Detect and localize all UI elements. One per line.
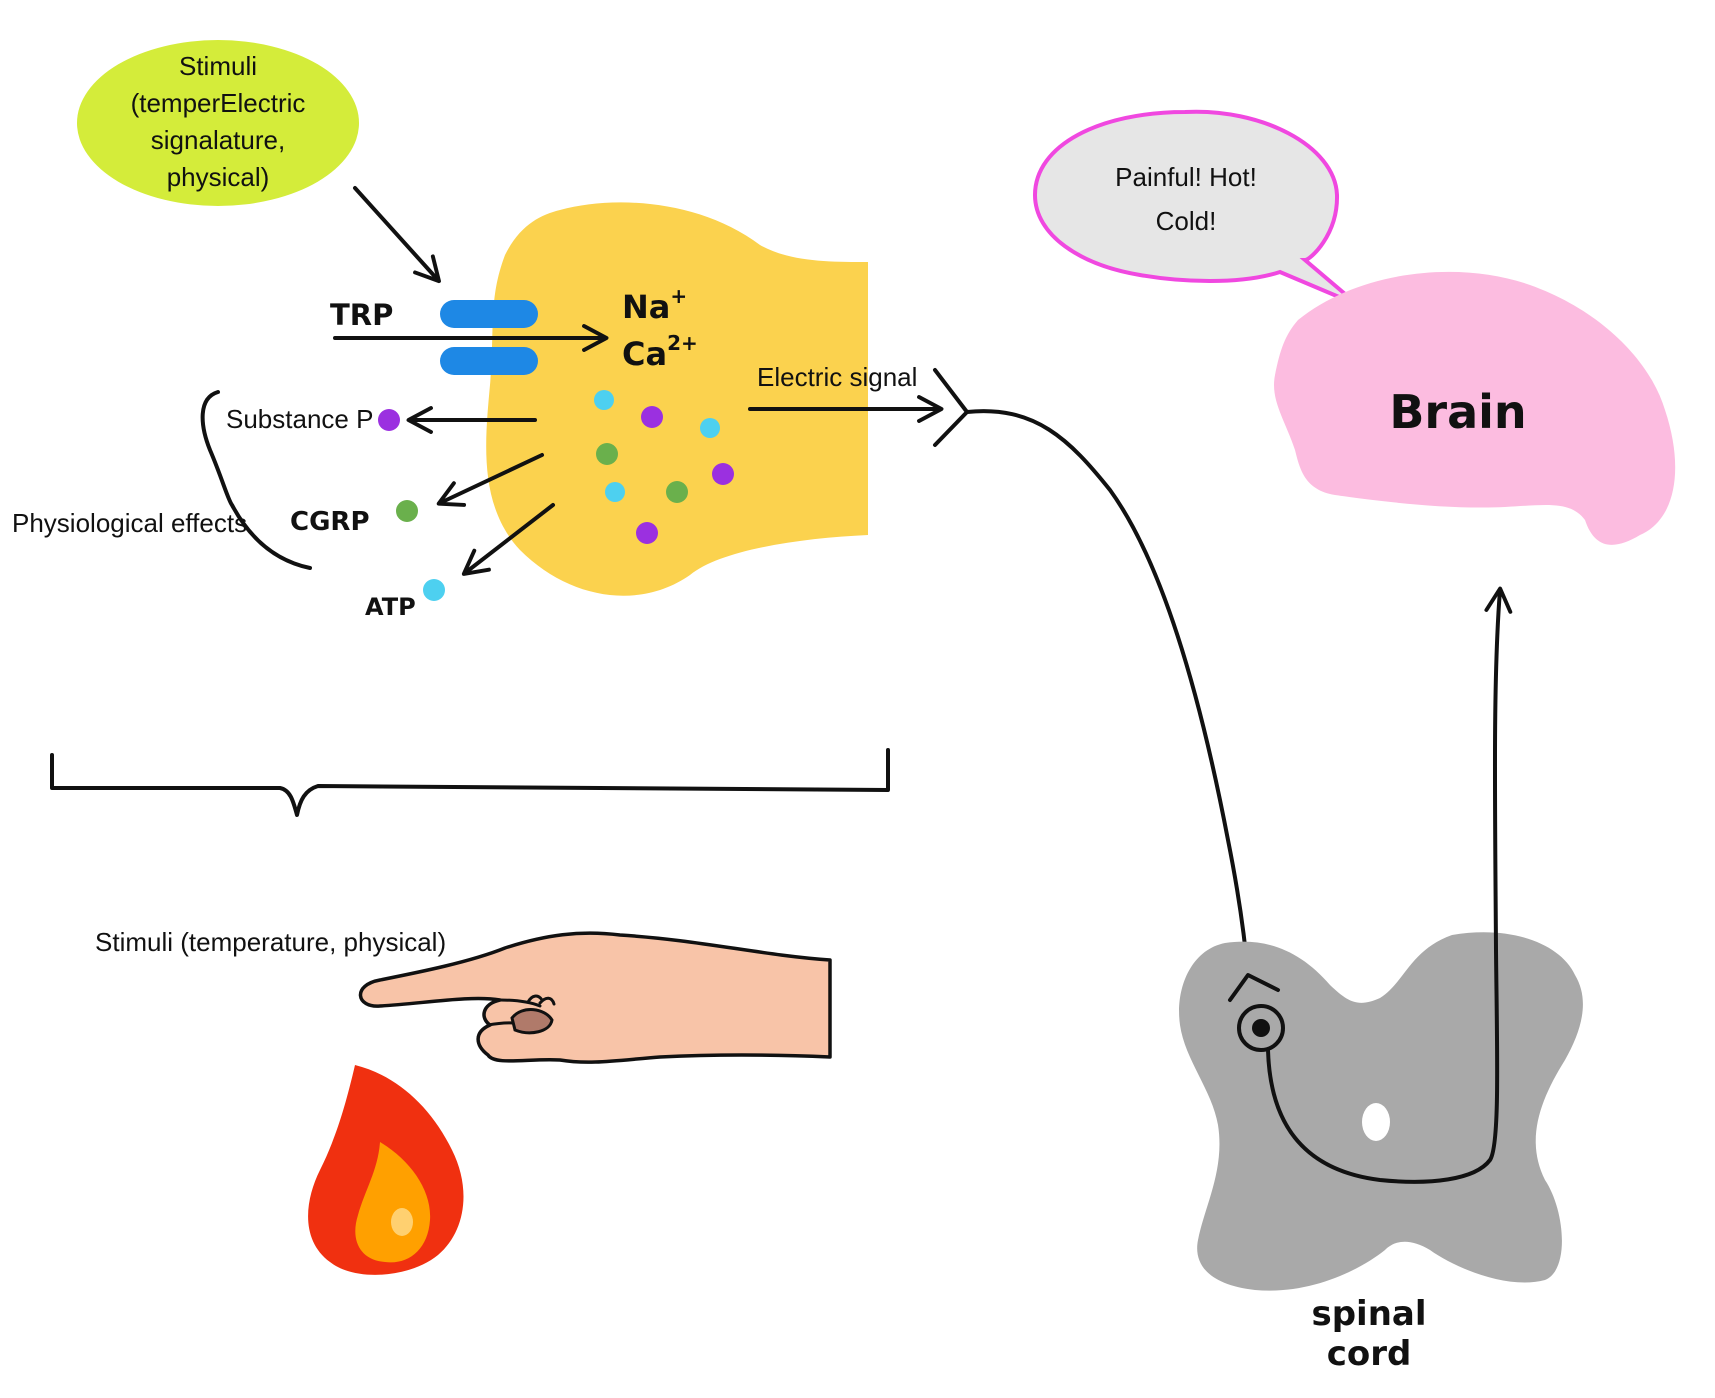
speech-bubble-line-1: Painful! Hot! bbox=[1115, 162, 1257, 192]
ion-na-label: Na+ bbox=[622, 284, 687, 326]
trp-channel-lower bbox=[440, 347, 538, 375]
stimuli-bubble-line-2: (temperElectric bbox=[131, 88, 306, 118]
spinal-cord-label-line-1: spinal bbox=[1311, 1294, 1426, 1334]
cgrp-label: CGRP bbox=[290, 507, 370, 537]
substance-p-dot bbox=[712, 463, 734, 485]
dorsal-horn-neuron bbox=[1237, 1004, 1285, 1052]
nerve-terminal bbox=[486, 202, 868, 596]
afferent-nerve-fiber bbox=[965, 409, 1250, 977]
stimuli-bubble-shape bbox=[77, 40, 359, 206]
pointing-hand-icon bbox=[358, 931, 832, 1064]
ascending-tract bbox=[1266, 586, 1513, 1184]
substance-p-dot bbox=[641, 406, 663, 428]
atp-dot bbox=[594, 390, 614, 410]
stimuli-bubble: Stimuli (temperElectric signalature, phy… bbox=[77, 40, 359, 206]
atp-dot bbox=[700, 418, 720, 438]
vesicle-contents bbox=[594, 390, 734, 544]
hand-stimuli-label: Stimuli (temperature, physical) bbox=[95, 927, 446, 957]
receptor-overview-bracket bbox=[50, 748, 890, 817]
stimuli-bubble-line-1: Stimuli bbox=[179, 51, 257, 81]
ions-label: Na+ Ca2+ bbox=[622, 284, 698, 373]
atp-release-arrow bbox=[461, 503, 555, 576]
cgrp-dot bbox=[396, 500, 418, 522]
stimuli-bubble-line-3: signalature, bbox=[151, 125, 285, 155]
effects-brace bbox=[200, 390, 312, 570]
fire-icon bbox=[308, 1065, 464, 1275]
substance-p-dot bbox=[378, 409, 400, 431]
substance-p-dot bbox=[636, 522, 658, 544]
cord-synapse-fork bbox=[1228, 973, 1280, 1002]
neuron-nucleus bbox=[1252, 1019, 1270, 1037]
trp-channel bbox=[440, 300, 538, 375]
ion-ca-label: Ca2+ bbox=[622, 331, 698, 373]
speech-bubble bbox=[1032, 109, 1360, 307]
stimuli-to-channel-arrow bbox=[353, 186, 441, 284]
brain-label: Brain bbox=[1389, 385, 1526, 439]
speech-bubble-line-2: Cold! bbox=[1156, 206, 1217, 236]
cgrp-dot bbox=[596, 443, 618, 465]
cgrp-release-arrow bbox=[436, 453, 544, 507]
atp-dot bbox=[423, 579, 445, 601]
physiological-effects-label: Physiological effects bbox=[12, 508, 247, 538]
trp-label: TRP bbox=[330, 298, 393, 332]
electric-signal-label: Electric signal bbox=[757, 362, 917, 392]
atp-label: ATP bbox=[365, 593, 416, 621]
trp-channel-upper bbox=[440, 300, 538, 328]
cgrp-dot bbox=[666, 481, 688, 503]
central-canal bbox=[1362, 1103, 1390, 1141]
atp-dot bbox=[605, 482, 625, 502]
brain-shape bbox=[1274, 271, 1676, 545]
stimuli-bubble-line-4: physical) bbox=[167, 162, 270, 192]
substance-p-label: Substance P bbox=[226, 404, 373, 434]
spinal-cord-label-line-2: cord bbox=[1327, 1334, 1412, 1374]
